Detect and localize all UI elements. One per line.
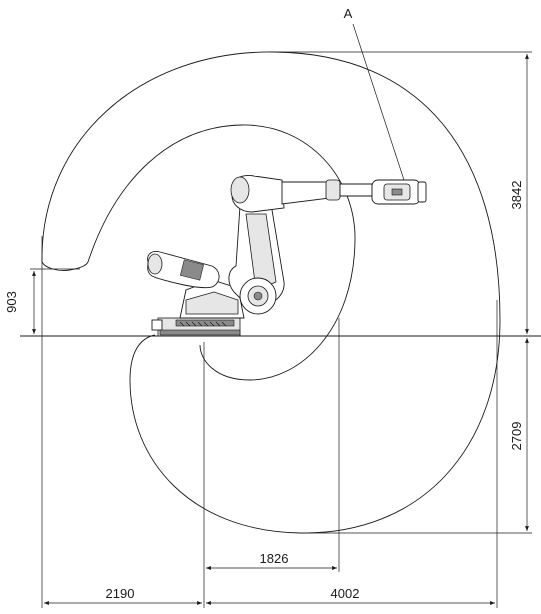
envelope-bottom-left-closure [129,334,156,381]
dim-label-1826: 1826 [260,551,289,566]
dim-label-2190: 2190 [106,586,135,601]
label-a-leader [352,23,405,181]
label-a: A [344,6,353,21]
inner-working-envelope [87,124,356,381]
outer-working-envelope [41,51,501,534]
dim-label-3842: 3842 [509,181,524,210]
robot-lower-arm [228,200,285,315]
robot-base [151,317,241,337]
robot-turret [179,279,245,319]
robot-upper-arm [230,175,373,213]
robot-counterbalance [147,251,220,289]
industrial-robot [147,175,427,337]
dim-label-903: 903 [4,291,19,313]
envelope-end-cap [41,261,89,271]
dim-label-2709: 2709 [509,422,524,451]
dim-label-4002: 4002 [331,586,360,601]
robot-wrist [371,179,427,205]
